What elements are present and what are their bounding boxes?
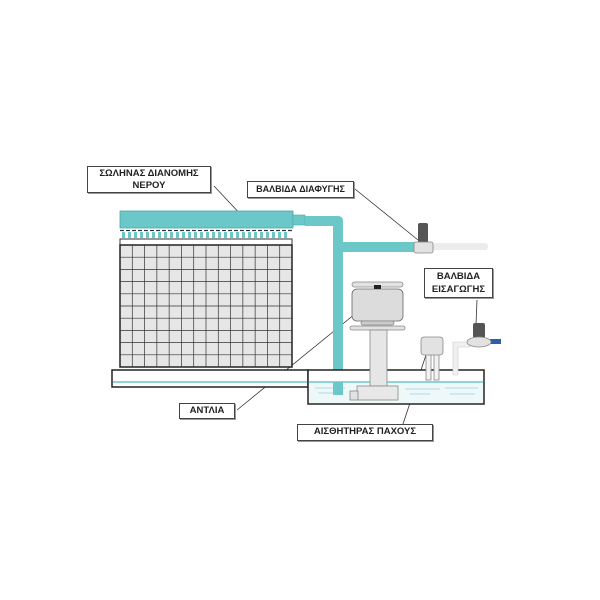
drip-nozzle: [278, 232, 281, 238]
sensor-prong: [433, 353, 440, 381]
inlet-valve-actuator: [473, 323, 485, 338]
drip-nozzle: [272, 232, 275, 238]
sensor-prong: [425, 353, 432, 381]
drip-nozzle: [140, 232, 143, 238]
drip-nozzle: [260, 232, 263, 238]
drip-nozzle: [188, 232, 191, 238]
drip-nozzle: [182, 232, 185, 238]
distribution-pipe: [119, 210, 294, 229]
water-pipes: [119, 210, 415, 395]
inlet-pipe: [452, 341, 471, 376]
drip-nozzle: [146, 232, 149, 238]
drip-nozzle: [212, 232, 215, 238]
label-pump: ΑΝΤΛΙΑ: [179, 403, 235, 419]
base-tray: [111, 369, 309, 388]
drip-nozzle: [206, 232, 209, 238]
drip-nozzle: [134, 232, 137, 238]
label-bleed-valve: ΒΑΛΒΙΔΑ ΔΙΑΦΥΓΗΣ: [247, 181, 354, 198]
pump: [349, 281, 406, 401]
pump-foot: [356, 385, 399, 401]
inlet-valve-body: [466, 336, 492, 348]
leader-pump: [236, 304, 367, 411]
riser-pipe: [305, 216, 343, 395]
pump-plate: [349, 325, 406, 331]
bleed-valve-body: [413, 241, 434, 254]
drip-nozzle: [152, 232, 155, 238]
drip-nozzle: [266, 232, 269, 238]
water-ripples: [315, 387, 478, 395]
leader-inlet-valve: [475, 299, 478, 325]
label-inlet-valve: ΒΑΛΒΙΔΑ ΕΙΣΑΓΩΓΗΣ: [424, 268, 493, 298]
drip-nozzle: [200, 232, 203, 238]
pump-motor: [351, 288, 404, 322]
drip-nozzle: [224, 232, 227, 238]
label-distribution-pipe-line1: ΣΩΛΗΝΑΣ ΔΙΑΝΟΜΗΣ: [99, 168, 199, 179]
drip-nozzle: [242, 232, 245, 238]
leader-bleed-valve: [354, 188, 419, 241]
label-inlet-valve-line2: ΕΙΣΑΓΩΓΗΣ: [431, 284, 486, 295]
label-level-sensor: ΑΙΣΘΗΤΗΡΑΣ ΠΑΧΟΥΣ: [297, 424, 433, 441]
sensor-head: [420, 336, 444, 356]
riser-pipe-submerged: [333, 382, 343, 395]
drip-nozzle: [158, 232, 161, 238]
drip-nozzle: [194, 232, 197, 238]
label-inlet-valve-line1: ΒΑΛΒΙΔΑ: [436, 271, 481, 282]
pump-flange: [360, 320, 395, 326]
pad-grid: [120, 245, 292, 367]
drip-nozzle: [122, 232, 125, 238]
label-distribution-pipe-line2: ΝΕΡΟΥ: [132, 180, 166, 191]
pipe-connector: [292, 214, 306, 226]
pump-column: [369, 329, 388, 387]
bleed-valve-actuator: [418, 223, 428, 244]
drip-nozzle: [254, 232, 257, 238]
pump-knob: [374, 285, 381, 289]
drip-nozzle: [236, 232, 239, 238]
inlet-supply-connector: [490, 339, 501, 344]
drip-nozzle: [230, 232, 233, 238]
drip-nozzle: [248, 232, 251, 238]
drip-nozzle: [170, 232, 173, 238]
drip-nozzle: [164, 232, 167, 238]
bleed-branch-pipe: [343, 242, 415, 252]
drip-nozzle: [176, 232, 179, 238]
label-distribution-pipe: ΣΩΛΗΝΑΣ ΔΙΑΝΟΜΗΣ ΝΕΡΟΥ: [87, 166, 211, 193]
drip-nozzle: [128, 232, 131, 238]
drip-nozzle: [284, 232, 287, 238]
level-sensor: [420, 336, 444, 381]
pad-header: [119, 238, 293, 246]
drain-pipe: [432, 243, 488, 250]
pump-outlet: [349, 390, 359, 401]
drip-nozzles: [122, 232, 287, 238]
drip-nozzle: [218, 232, 221, 238]
inlet-valve: [452, 323, 501, 376]
